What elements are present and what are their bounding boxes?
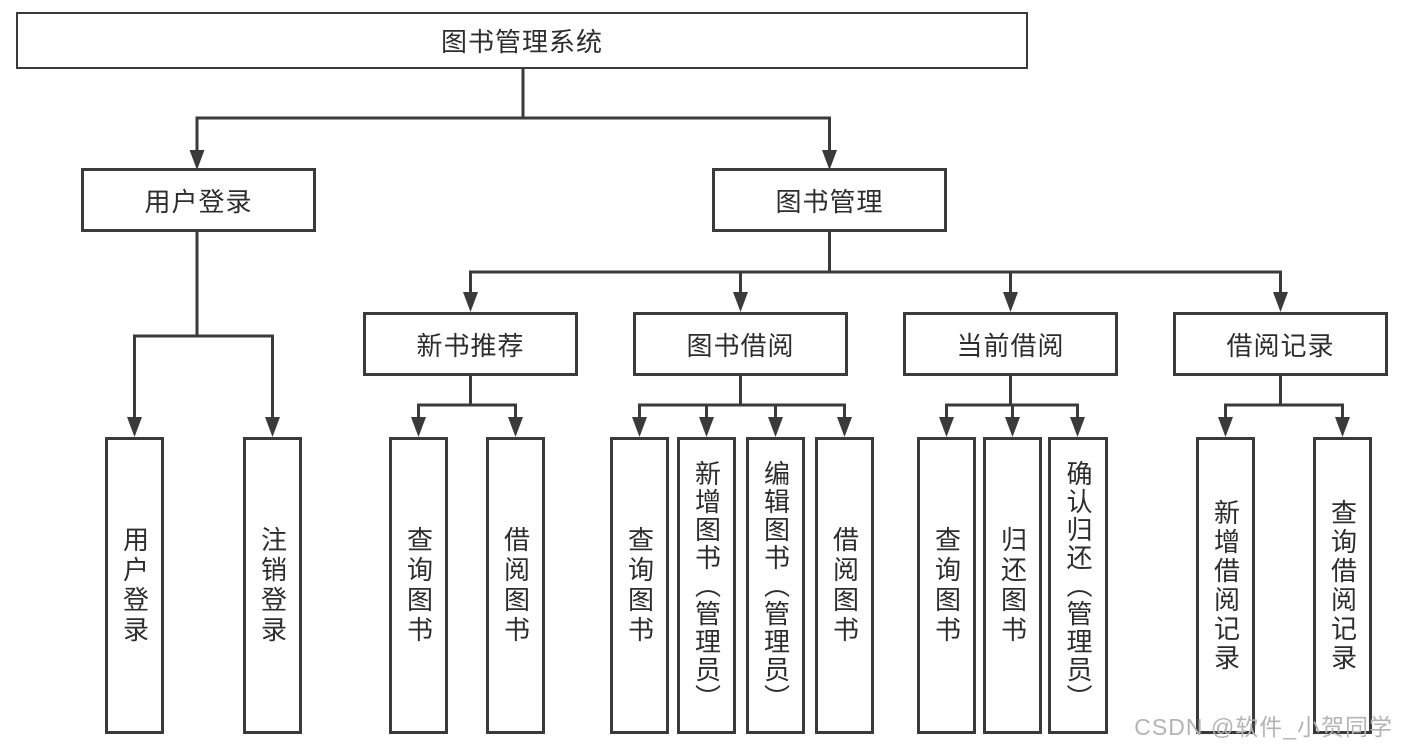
node-leaf-logout: 注销登录 <box>243 437 302 734</box>
leaf-label: 归还图书 <box>997 525 1028 646</box>
node-leaf-borrow-book-1: 借阅图书 <box>486 437 545 734</box>
node-leaf-confirm-return-admin: 确认归还（管理员） <box>1048 437 1108 734</box>
leaf-label: 借阅图书 <box>829 525 860 646</box>
leaf-label: 查询图书 <box>931 525 962 646</box>
csdn-watermark: CSDN @软件_小贺同学 <box>1134 714 1393 740</box>
node-leaf-add-book-admin: 新增图书（管理员） <box>677 437 736 734</box>
connector-user-login-group <box>127 232 280 437</box>
connector-root-to-level2 <box>189 69 837 170</box>
node-leaf-add-borrow-record: 新增借阅记录 <box>1196 437 1255 734</box>
node-leaf-edit-book-admin: 编辑图书（管理员） <box>746 437 805 734</box>
node-user-login: 用户登录 <box>81 168 316 232</box>
node-leaf-query-borrow-record: 查询借阅记录 <box>1313 437 1372 734</box>
leaf-label: 确认归还（管理员） <box>1063 459 1093 712</box>
node-leaf-user-login: 用户登录 <box>105 437 164 734</box>
leaf-label: 借阅图书 <box>500 525 531 646</box>
node-leaf-query-book-2: 查询图书 <box>610 437 669 734</box>
node-leaf-borrow-book-2: 借阅图书 <box>815 437 874 734</box>
node-root-system: 图书管理系统 <box>16 12 1028 69</box>
node-leaf-return-book: 归还图书 <box>983 437 1042 734</box>
leaf-label: 注销登录 <box>257 525 288 646</box>
node-book-borrow: 图书借阅 <box>633 312 848 376</box>
connector-borrow-records-group <box>1218 376 1350 437</box>
node-borrow-records: 借阅记录 <box>1173 312 1388 376</box>
node-leaf-query-book-1: 查询图书 <box>389 437 448 734</box>
leaf-label: 查询图书 <box>403 525 434 646</box>
leaf-label: 新增图书（管理员） <box>691 459 722 712</box>
node-leaf-query-book-3: 查询图书 <box>917 437 976 734</box>
node-new-book-recommend: 新书推荐 <box>363 312 578 376</box>
connector-book-management-to-level3 <box>463 232 1288 312</box>
node-current-borrow: 当前借阅 <box>903 312 1118 376</box>
leaf-label: 查询借阅记录 <box>1327 498 1358 673</box>
leaf-label: 编辑图书（管理员） <box>760 459 791 712</box>
leaf-label: 新增借阅记录 <box>1210 498 1241 673</box>
connector-book-borrow-group <box>632 376 852 437</box>
leaf-label: 查询图书 <box>624 525 655 646</box>
leaf-label: 用户登录 <box>119 525 150 646</box>
connector-current-borrow-group <box>939 376 1085 437</box>
node-book-management: 图书管理 <box>712 168 947 232</box>
connector-new-book-group <box>411 376 523 437</box>
